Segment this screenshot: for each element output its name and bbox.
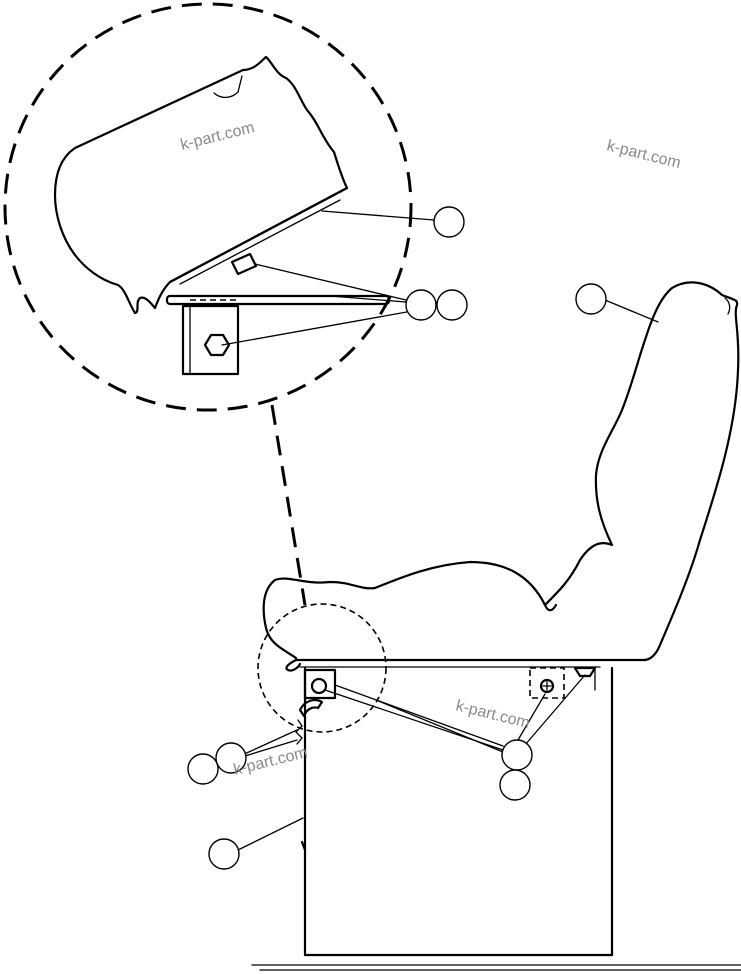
seat-cushion — [262, 560, 558, 660]
detail-leader-bolt — [221, 309, 419, 346]
adjust-lever-icon — [298, 699, 324, 718]
left-bolt-icon — [310, 677, 328, 695]
adjust-lever-spring — [295, 719, 303, 745]
callout-balloon[interactable] — [501, 739, 533, 771]
seat-back-highlight — [724, 297, 731, 315]
callout-balloon[interactable] — [575, 283, 607, 315]
left-bracket — [303, 668, 337, 700]
detail-cushion-fold — [213, 75, 243, 99]
hex-bolt-icon — [203, 333, 231, 357]
detail-leader-rail — [329, 295, 407, 303]
leader-right-bolt — [517, 693, 546, 741]
callout-balloon[interactable] — [436, 289, 468, 321]
callout-balloon[interactable] — [187, 753, 219, 785]
detail-connector — [270, 404, 307, 606]
watermark: k-part.com — [179, 119, 256, 154]
callout-balloon[interactable] — [433, 206, 465, 238]
seat — [262, 281, 740, 672]
seat-back — [543, 281, 740, 662]
leader-left-bolt-b — [334, 684, 504, 747]
detail-circle — [3, 2, 413, 412]
detail-leader-nut — [254, 263, 407, 301]
callout-balloon[interactable] — [215, 742, 247, 774]
callout-balloon[interactable] — [499, 769, 531, 801]
detail-view — [3, 2, 435, 412]
seat-front-hook — [285, 658, 302, 672]
pedestal-tick — [300, 840, 307, 852]
detail-leader-plate — [321, 210, 435, 221]
detail-slide-rail — [165, 294, 391, 306]
detail-bracket — [181, 304, 240, 376]
detail-plate-nut — [230, 252, 258, 276]
detail-target-circle — [257, 603, 387, 733]
callout-balloon[interactable] — [405, 289, 437, 321]
watermark: k-part.com — [454, 697, 531, 732]
leader-pedestal — [237, 817, 304, 851]
seat-pedestal — [251, 666, 741, 971]
watermark: k-part.com — [605, 137, 682, 172]
callout-balloons — [187, 206, 607, 870]
callout-balloon[interactable] — [208, 838, 240, 870]
leader-detail-circle — [375, 699, 504, 753]
detail-seat-plate — [168, 186, 349, 284]
right-bolt-icon — [539, 678, 555, 694]
right-bracket — [529, 667, 565, 699]
leader-lever-a — [239, 729, 298, 757]
leader-seat-back — [604, 299, 659, 323]
leader-lines — [231, 299, 659, 851]
detail-cushion-outline — [53, 55, 349, 315]
watermarks: k-part.com k-part.com k-part.com k-part.… — [179, 119, 683, 779]
detail-seat-plate-inner — [179, 199, 341, 285]
rear-bracket — [573, 666, 597, 678]
leader-rear-bracket — [524, 674, 586, 746]
